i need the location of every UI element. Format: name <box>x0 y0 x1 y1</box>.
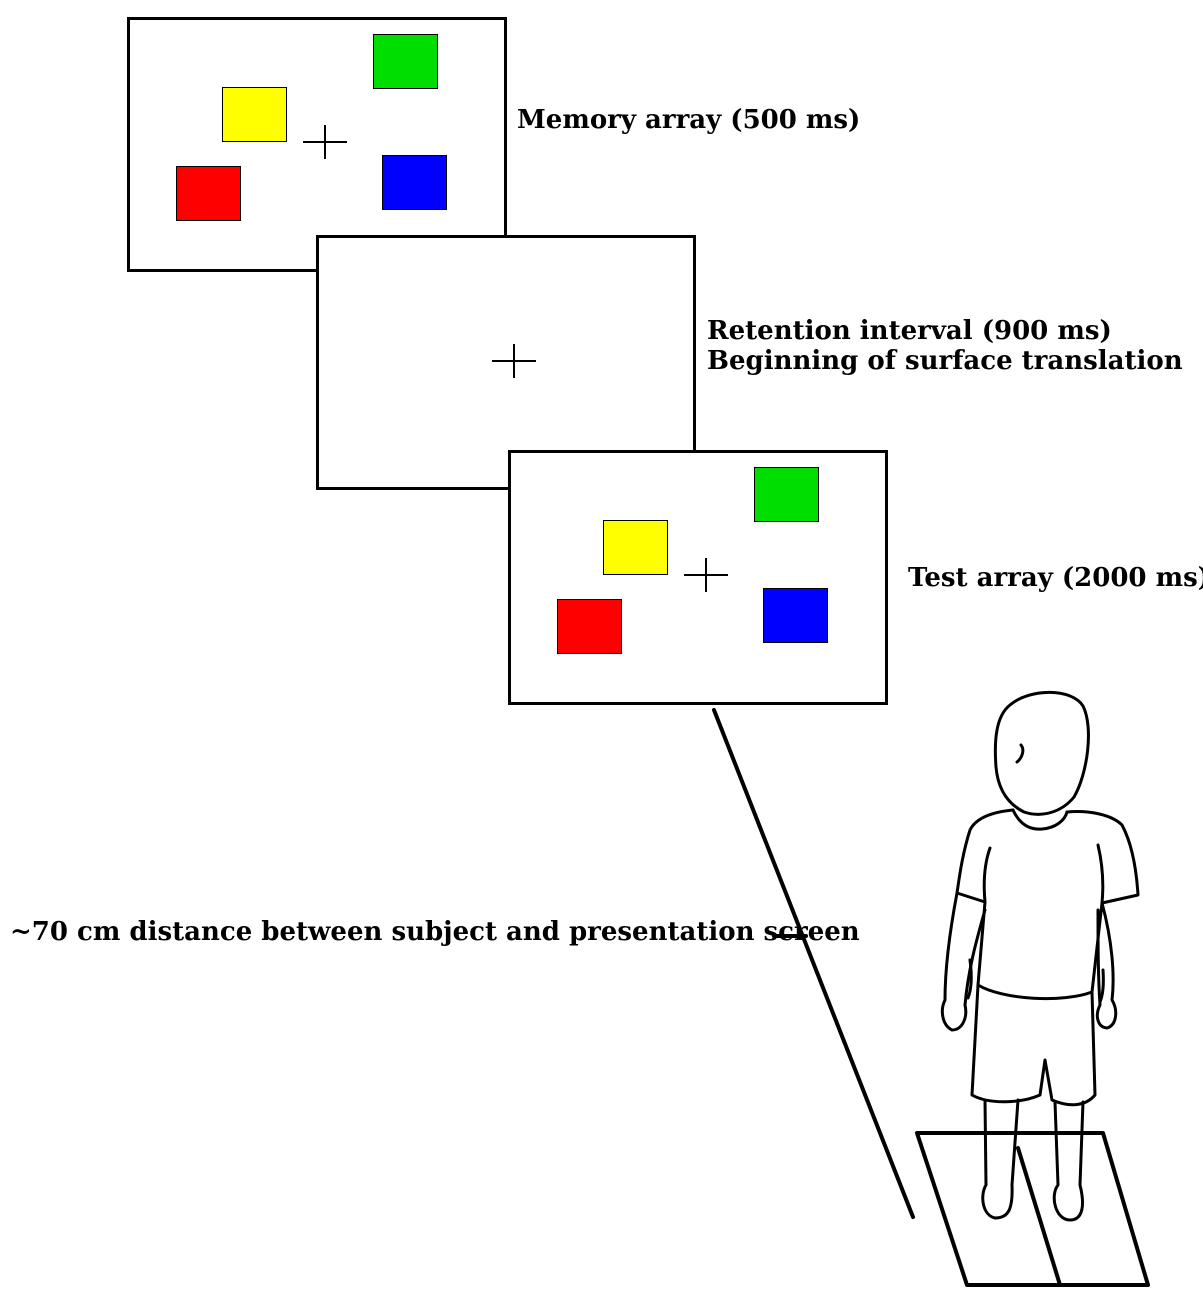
fixation-cross-icon <box>492 344 536 378</box>
movable-floor-surface <box>915 1131 1150 1287</box>
memory-square-green <box>373 34 438 89</box>
standing-subject-figure <box>940 690 1140 1222</box>
test-array-screen <box>508 450 888 705</box>
distance-line <box>712 708 915 1219</box>
memory-array-label: Memory array (500 ms) <box>517 105 861 135</box>
test-square-green <box>754 467 819 522</box>
distance-label: ~70 cm distance between subject and pres… <box>10 917 860 947</box>
retention-interval-screen <box>316 235 696 490</box>
test-array-label: Test array (2000 ms) <box>908 563 1203 593</box>
fixation-cross-icon <box>684 558 728 592</box>
memory-square-blue <box>382 155 447 210</box>
test-square-red <box>557 599 622 654</box>
surface-translation-label: Beginning of surface translation <box>707 346 1183 376</box>
fixation-cross-icon <box>303 125 347 159</box>
test-square-blue <box>763 588 828 643</box>
test-square-yellow <box>603 520 668 575</box>
memory-square-yellow <box>222 87 287 142</box>
memory-array-screen <box>127 17 507 272</box>
retention-interval-label: Retention interval (900 ms) <box>707 316 1112 346</box>
memory-square-red <box>176 166 241 221</box>
